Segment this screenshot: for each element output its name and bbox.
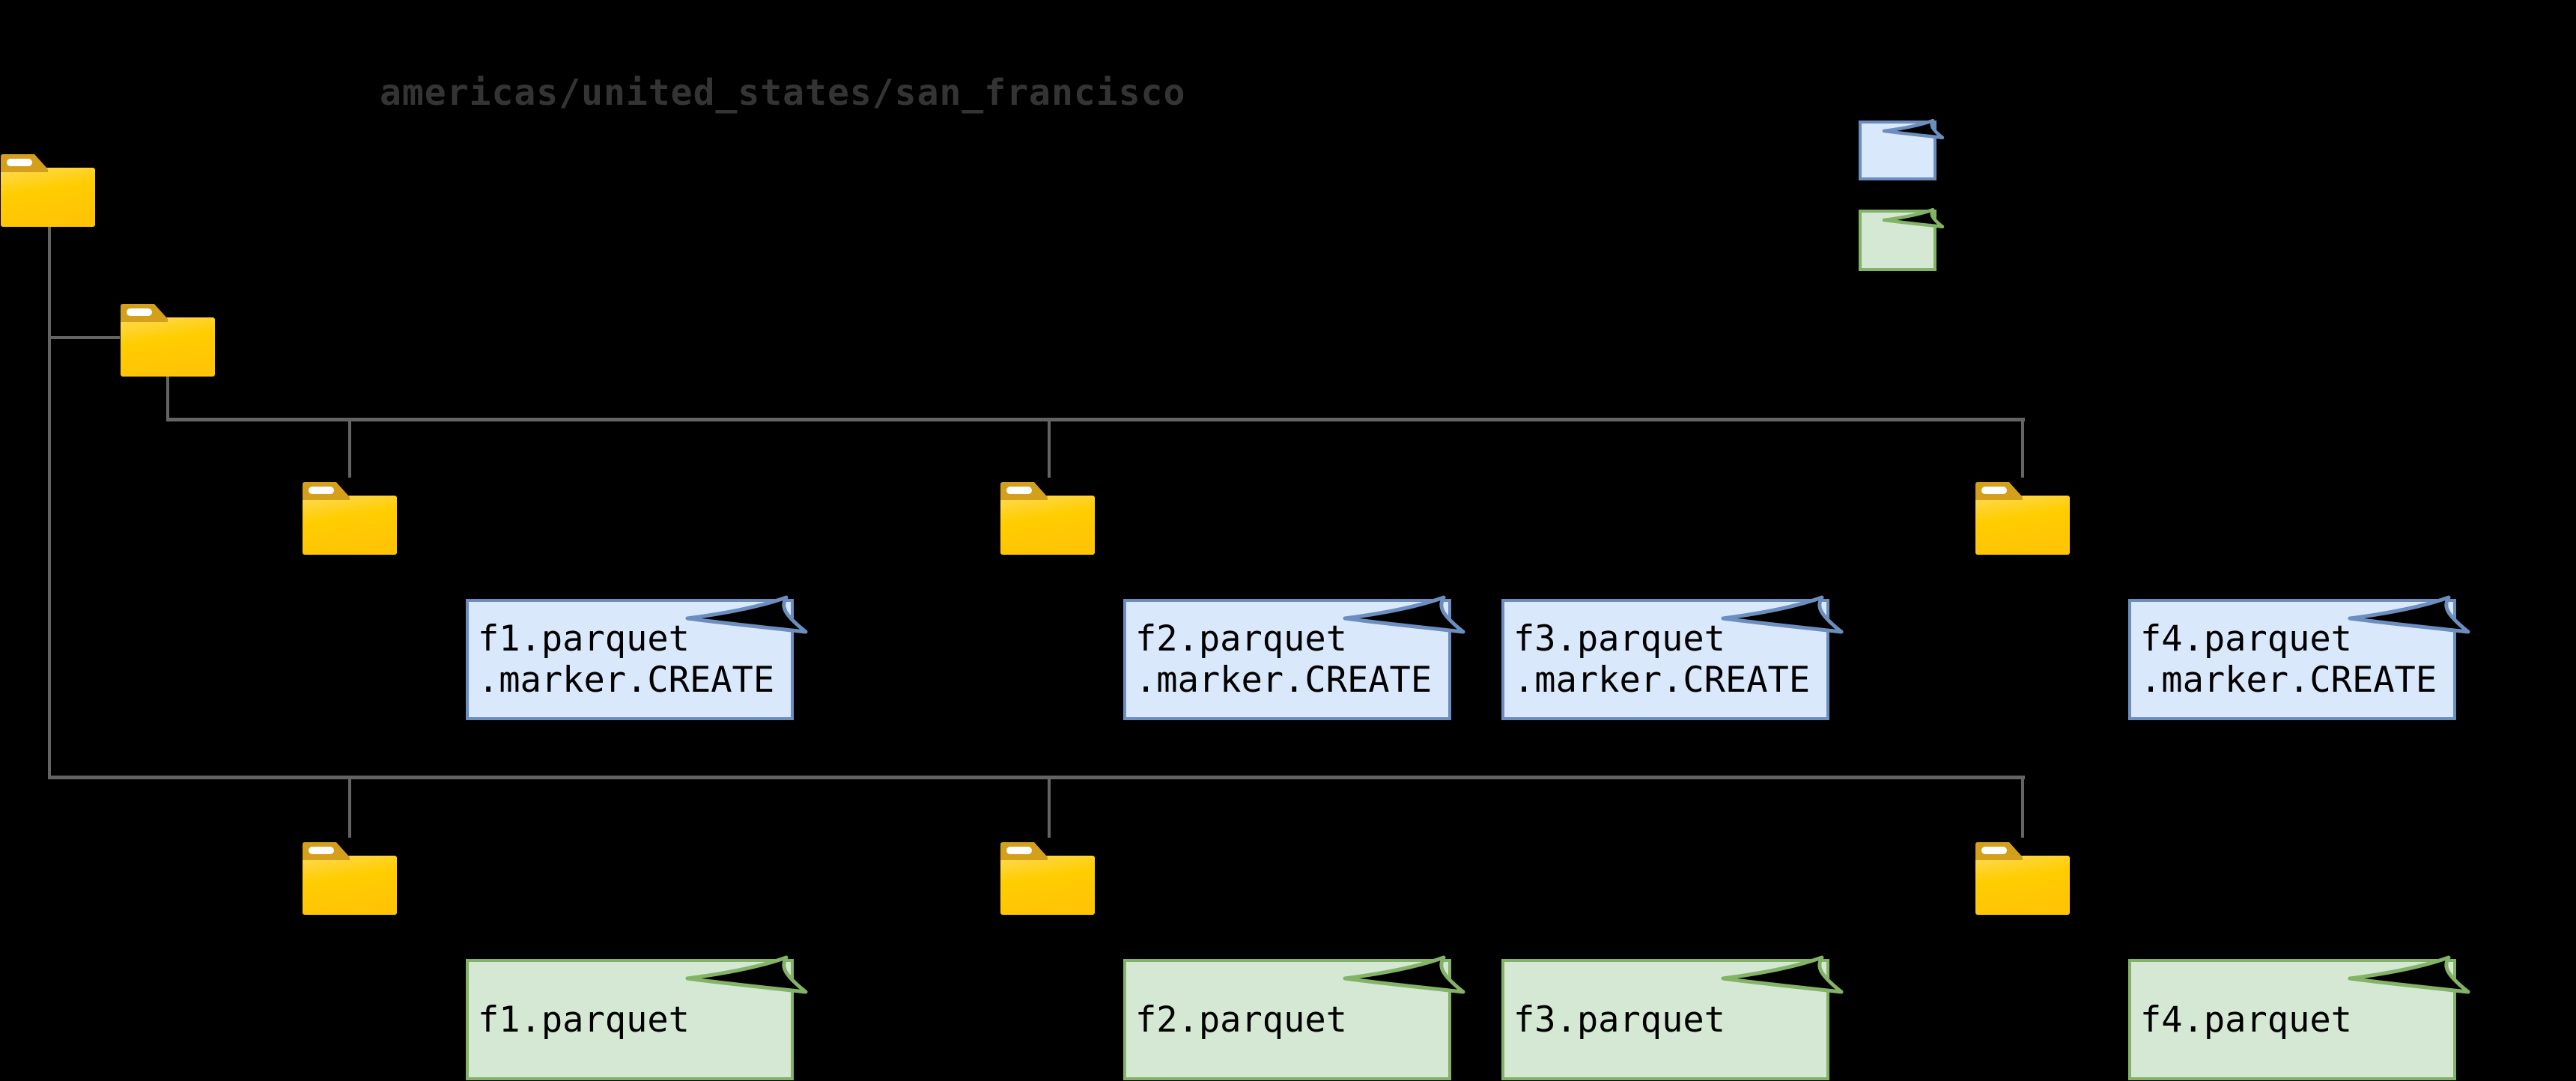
connector-partition-drop [166,377,169,421]
folder-icon-partition [121,304,215,377]
marker-note-filename: f3.parquet [1513,618,1725,660]
connector-marker-drop-3 [2021,419,2024,478]
marker-note-suffix: .marker.CREATE [2140,660,2437,701]
legend-blue-note-icon [1859,118,1945,180]
folded-corner-icon [1343,955,1465,994]
folder-icon-marker-dir-2 [1000,482,1095,555]
connector-branch-partition [48,336,120,339]
marker-note-3: f3.parquet .marker.CREATE [1501,595,1844,720]
folder-icon-data-dir-1 [303,842,397,915]
data-note-2: f2.parquet [1123,955,1465,1080]
data-note-4: f4.parquet [2128,955,2470,1080]
marker-note-filename: f1.parquet [478,618,690,660]
data-note-filename: f1.parquet [478,999,690,1041]
marker-note-2: f2.parquet .marker.CREATE [1123,595,1465,720]
marker-note-1: f1.parquet .marker.CREATE [466,595,808,720]
data-note-filename: f2.parquet [1135,999,1347,1041]
marker-note-4: f4.parquet .marker.CREATE [2128,595,2470,720]
folded-corner-icon [1721,955,1844,994]
data-note-filename: f4.parquet [2140,999,2352,1041]
path-title: americas/united_states/san_francisco [380,72,1186,114]
marker-note-filename: f4.parquet [2140,618,2352,660]
connector-data-trunk [48,776,2025,779]
connector-marker-drop-1 [348,419,351,478]
folder-icon-root [1,154,95,227]
folded-corner-icon [1882,207,1945,229]
folded-corner-icon [685,955,808,994]
legend-green-note-icon [1859,207,1945,271]
connector-root-trunk [48,227,51,779]
marker-note-suffix: .marker.CREATE [478,660,775,701]
connector-data-drop-3 [2021,777,2024,838]
marker-note-suffix: .marker.CREATE [1135,660,1433,701]
connector-data-drop-2 [1048,777,1051,838]
connector-marker-drop-2 [1048,419,1051,478]
marker-note-filename: f2.parquet [1135,618,1347,660]
folder-icon-data-dir-2 [1000,842,1095,915]
data-note-filename: f3.parquet [1513,999,1725,1041]
folder-icon-marker-dir-1 [303,482,397,555]
data-note-1: f1.parquet [466,955,808,1080]
folder-icon-data-dir-3 [1975,842,2070,915]
connector-marker-trunk [166,418,2025,421]
folded-corner-icon [2348,955,2470,994]
data-note-3: f3.parquet [1501,955,1844,1080]
connector-data-drop-1 [348,777,351,838]
marker-note-suffix: .marker.CREATE [1513,660,1811,701]
folded-corner-icon [1882,118,1945,140]
folder-icon-marker-dir-3 [1975,482,2070,555]
